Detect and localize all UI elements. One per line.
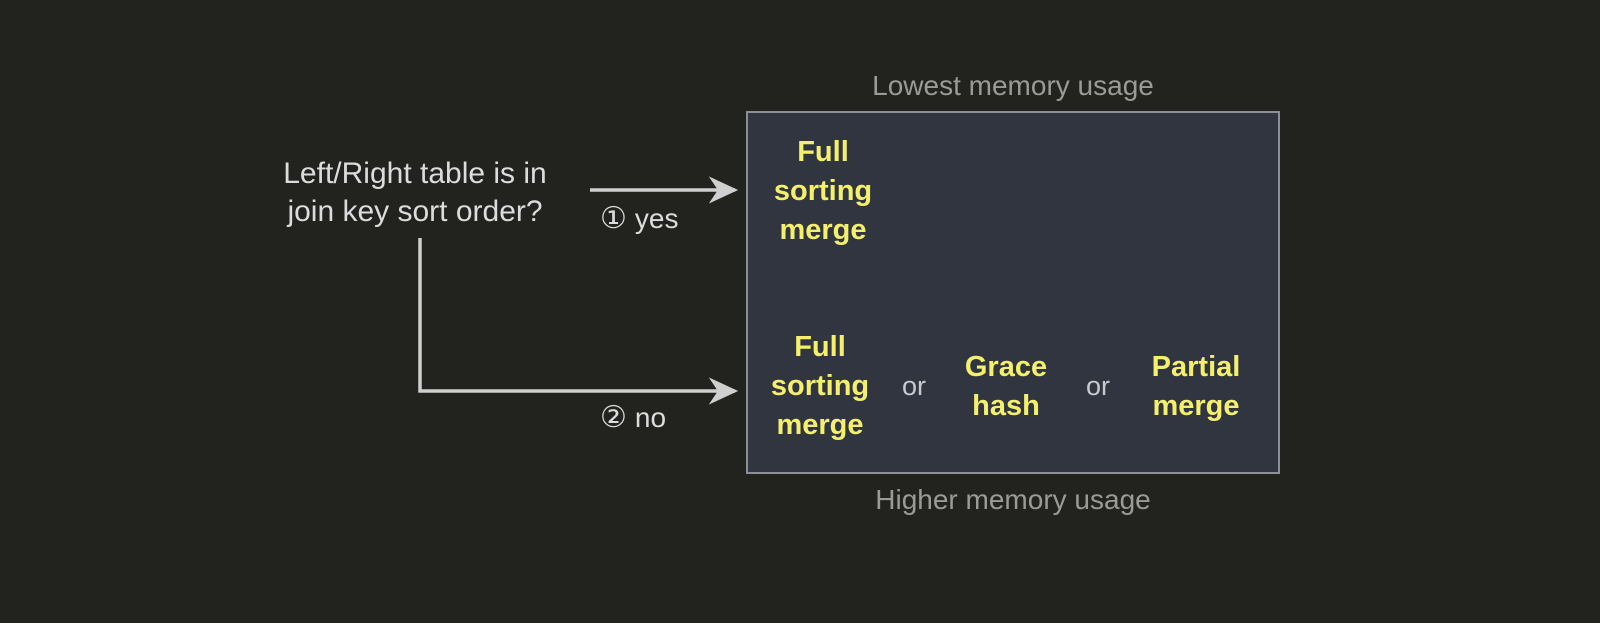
option-partial-merge: Partial merge: [1151, 350, 1241, 422]
sorted-input-options-row: Full sorting merge: [748, 133, 1278, 250]
branch-text-no: no: [634, 402, 667, 433]
caption-higher-memory: Higher memory usage: [875, 484, 1151, 515]
caption-lowest-memory: Lowest memory usage: [872, 70, 1154, 101]
branch-text-yes: yes: [634, 203, 679, 234]
join-algorithm-panel: Full sorting merge Full sorting merge or…: [746, 111, 1280, 474]
branch-marker-1: ①: [600, 202, 627, 235]
branch-marker-2: ②: [600, 401, 627, 434]
arrow-no: [418, 238, 739, 405]
option-full-sorting-merge-sorted: Full sorting merge: [773, 136, 873, 246]
option-separator-or-1: or: [901, 371, 926, 401]
unsorted-input-options-row: Full sorting merge or Grace hash or Part…: [748, 328, 1278, 445]
option-grace-hash: Grace hash: [964, 350, 1048, 422]
decision-question: Left/Right table is in join key sort ord…: [283, 157, 547, 228]
option-separator-or-2: or: [1085, 371, 1110, 401]
option-full-sorting-merge: Full sorting merge: [770, 331, 870, 441]
